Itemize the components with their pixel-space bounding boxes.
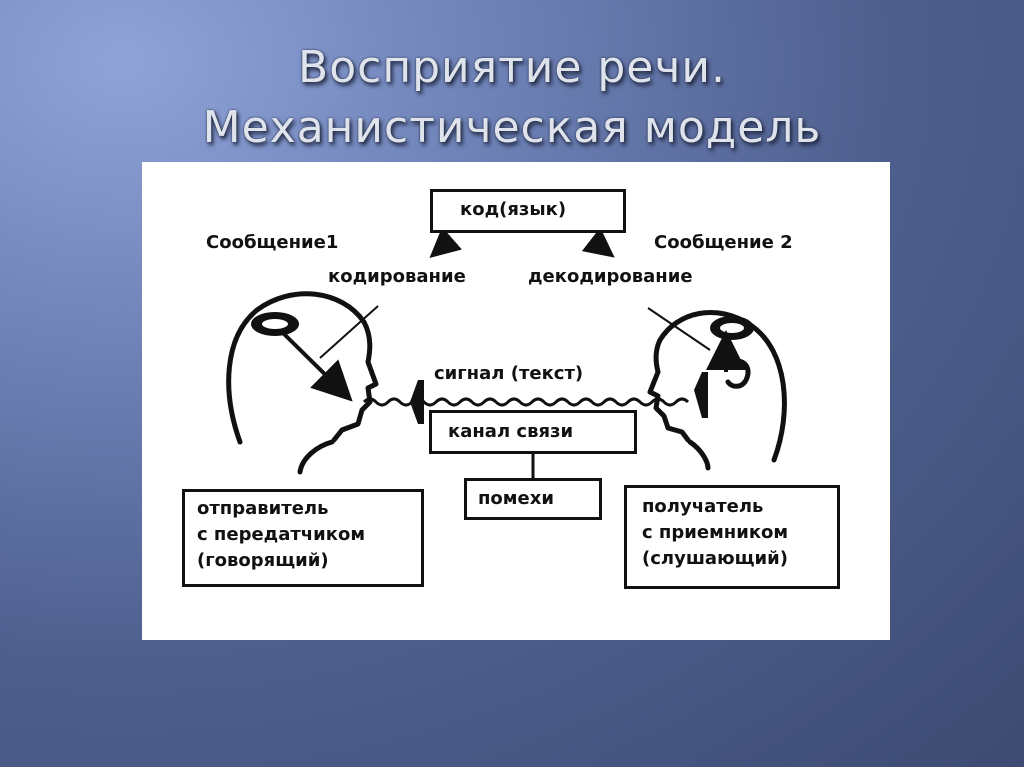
sender-box	[182, 489, 424, 587]
receiver-line-2: с приемником	[642, 522, 789, 543]
sender-line-2: с передатчиком	[197, 524, 366, 545]
transmitter-icon	[410, 380, 424, 424]
diagram-panel: код(язык) Сообщение1 Сообщение 2 кодиров…	[142, 162, 890, 640]
receiver-line-1: получатель	[642, 496, 764, 517]
code-box	[430, 189, 626, 233]
decoding-label: декодирование	[528, 266, 693, 287]
receiver-cone-icon	[694, 372, 708, 418]
code-box-label: код(язык)	[460, 199, 567, 220]
message2-label: Сообщение 2	[654, 232, 793, 253]
sender-head-icon	[226, 291, 379, 475]
sender-line-1: отправитель	[197, 498, 329, 519]
noise-box-label: помехи	[478, 488, 554, 509]
diagram-drawing	[226, 226, 787, 478]
encoding-label: кодирование	[328, 266, 466, 287]
title-line-1: Восприятие речи.	[298, 42, 726, 93]
sender-box-text: отправитель с передатчиком (говорящий)	[197, 496, 365, 574]
signal-label: сигнал (текст)	[434, 363, 584, 384]
slide-title: Восприятие речи. Механистическая модель	[0, 38, 1024, 158]
message1-label: Сообщение1	[206, 232, 339, 253]
receiver-line-3: (слушающий)	[642, 548, 788, 569]
channel-box-label: канал связи	[448, 421, 574, 442]
noise-box	[464, 478, 602, 520]
channel-box	[429, 410, 637, 454]
receiver-box	[624, 485, 840, 589]
sender-line-3: (говорящий)	[197, 550, 329, 571]
title-line-2: Механистическая модель	[202, 102, 822, 153]
receiver-box-text: получатель с приемником (слушающий)	[642, 494, 788, 572]
